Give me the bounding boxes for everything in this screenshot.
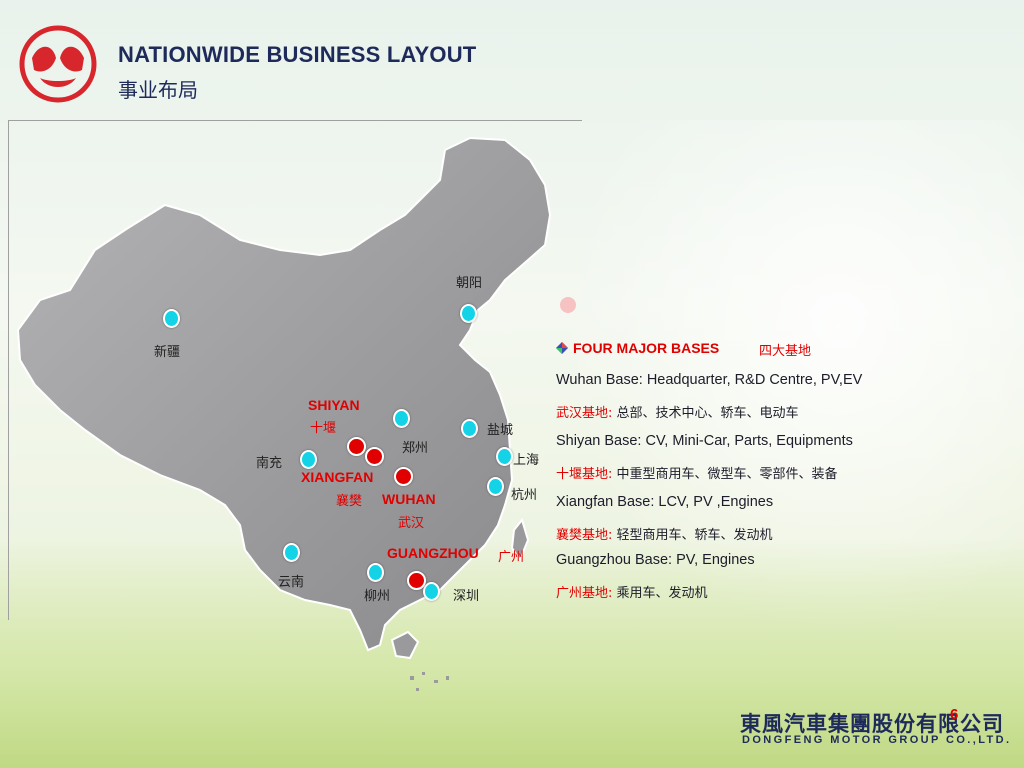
wuhan-base-cn: 武汉基地: 总部、技术中心、轿车、电动车 bbox=[556, 402, 799, 421]
base-label-guangzhou-en: GUANGZHOU bbox=[387, 545, 479, 561]
city-dot-hangzhou bbox=[487, 477, 504, 496]
city-label-xinjiang: 新疆 bbox=[154, 345, 181, 360]
shiyan-base-en: Shiyan Base: CV, Mini-Car, Parts, Equipm… bbox=[556, 433, 853, 449]
city-dot-yancheng bbox=[461, 419, 478, 438]
city-dot-nanchong bbox=[300, 450, 317, 469]
panel-heading-en: FOUR MAJOR BASES bbox=[573, 340, 720, 356]
wuhan-base-en: Wuhan Base: Headquarter, R&D Centre, PV,… bbox=[556, 372, 863, 388]
base-dot-wuhan bbox=[394, 467, 413, 486]
base-label-guangzhou-cn: 广州 bbox=[498, 550, 525, 565]
decorative-dot bbox=[560, 297, 576, 313]
wuhan-base-cn-label: 武汉基地: bbox=[556, 406, 613, 421]
background-grass bbox=[0, 538, 1024, 768]
guangzhou-base-cn-label: 广州基地: bbox=[556, 586, 613, 601]
city-label-nanchong: 南充 bbox=[256, 456, 283, 471]
china-landmass bbox=[16, 136, 552, 652]
diamond-bullet-icon bbox=[556, 342, 568, 354]
city-dot-xinjiang bbox=[163, 309, 180, 328]
city-label-liuzhou: 柳州 bbox=[364, 589, 391, 604]
city-label-chaoyang: 朝阳 bbox=[456, 276, 483, 291]
page-subtitle: 事业布局 bbox=[118, 78, 198, 102]
map-frame-top bbox=[8, 120, 582, 121]
xiangfan-base-cn-label: 襄樊基地: bbox=[556, 528, 613, 543]
shiyan-base-cn: 十堰基地: 中重型商用车、微型车、零部件、装备 bbox=[556, 463, 838, 482]
base-dot-shiyan bbox=[347, 437, 366, 456]
base-label-shiyan-en: SHIYAN bbox=[308, 397, 360, 413]
base-dot-guangzhou bbox=[407, 571, 426, 590]
shiyan-base-cn-text: 中重型商用车、微型车、零部件、装备 bbox=[616, 467, 838, 482]
page-title: NATIONWIDE BUSINESS LAYOUT bbox=[118, 42, 477, 67]
dongfeng-logo-icon bbox=[19, 25, 97, 103]
shiyan-base-cn-label: 十堰基地: bbox=[556, 467, 613, 482]
city-dot-yunnan bbox=[283, 543, 300, 562]
company-name-en: DONGFENG MOTOR GROUP CO.,LTD. bbox=[742, 734, 1012, 746]
xiangfan-base-cn: 襄樊基地: 轻型商用车、轿车、发动机 bbox=[556, 524, 773, 543]
city-label-hangzhou: 杭州 bbox=[511, 488, 538, 503]
city-label-shanghai: 上海 bbox=[513, 453, 540, 468]
page-number: 6 bbox=[950, 706, 959, 723]
base-label-wuhan-cn: 武汉 bbox=[398, 516, 425, 531]
panel-heading: FOUR MAJOR BASES 四大基地 bbox=[556, 338, 996, 360]
city-label-zhengzhou: 郑州 bbox=[402, 441, 429, 456]
city-dot-zhengzhou bbox=[393, 409, 410, 428]
four-bases-panel: FOUR MAJOR BASES 四大基地 Wuhan Base: Headqu… bbox=[556, 338, 996, 601]
panel-heading-cn: 四大基地 bbox=[759, 344, 812, 359]
city-dot-chaoyang bbox=[460, 304, 477, 323]
base-label-xiangfan-cn: 襄樊 bbox=[336, 494, 363, 509]
base-label-wuhan-en: WUHAN bbox=[382, 491, 436, 507]
base-label-xiangfan-en: XIANGFAN bbox=[301, 469, 374, 485]
map-frame-left bbox=[8, 120, 9, 620]
city-dot-shanghai bbox=[496, 447, 513, 466]
xiangfan-base-en: Xiangfan Base: LCV, PV ,Engines bbox=[556, 494, 774, 510]
wuhan-base-cn-text: 总部、技术中心、轿车、电动车 bbox=[616, 406, 799, 421]
city-label-yunnan: 云南 bbox=[278, 575, 305, 590]
taiwan-island bbox=[510, 517, 530, 563]
guangzhou-base-en: Guangzhou Base: PV, Engines bbox=[556, 552, 755, 568]
city-dot-shenzhen bbox=[423, 582, 440, 601]
company-name-cn: 東風汽車集團股份有限公司 bbox=[740, 712, 1004, 736]
guangzhou-base-cn: 广州基地: 乘用车、发动机 bbox=[556, 582, 708, 601]
hainan-island bbox=[390, 630, 420, 660]
base-dot-xiangfan bbox=[365, 447, 384, 466]
city-dot-liuzhou bbox=[367, 563, 384, 582]
city-label-shenzhen: 深圳 bbox=[453, 589, 480, 604]
base-label-shiyan-cn: 十堰 bbox=[310, 421, 337, 436]
xiangfan-base-cn-text: 轻型商用车、轿车、发动机 bbox=[616, 528, 773, 543]
guangzhou-base-cn-text: 乘用车、发动机 bbox=[616, 586, 708, 601]
south-sea-islets bbox=[410, 672, 449, 691]
city-label-yancheng: 盐城 bbox=[487, 423, 514, 438]
